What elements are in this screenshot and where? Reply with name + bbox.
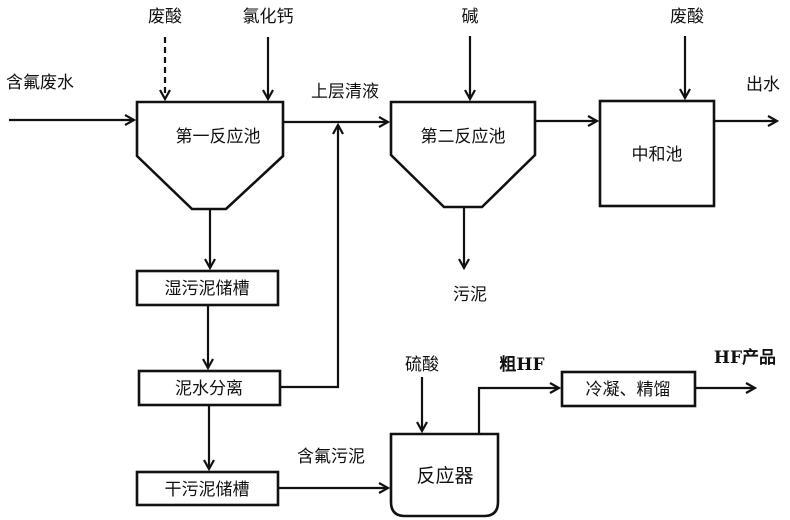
condensation-distillation: 冷凝、精馏 [560, 370, 697, 408]
inflow-label: 含氟废水 [6, 73, 74, 93]
first-reaction-tank-label: 第一反应池 [176, 127, 261, 147]
neutralization-tank-label: 中和池 [632, 145, 683, 165]
sludge-water-separation-label: 泥水分离 [175, 379, 243, 399]
first-reaction-tank: 第一反应池 [135, 100, 285, 211]
hf-product-label: HF产品 [714, 347, 776, 368]
fluoride-sludge-label: 含氟污泥 [297, 447, 365, 467]
crude-hf-arrow [477, 388, 559, 434]
sludge-label: 污泥 [453, 285, 487, 305]
reactor-vessel-label: 反应器 [416, 465, 473, 487]
crude-hf-label: 粗HF [499, 354, 544, 375]
wet-sludge-storage: 湿污泥储槽 [135, 269, 280, 307]
outflow-label: 出水 [746, 75, 780, 95]
second-reaction-tank: 第二反应池 [389, 100, 537, 209]
wet-sludge-storage-label: 湿污泥储槽 [165, 279, 250, 299]
sludge-water-separation: 泥水分离 [137, 369, 282, 407]
neutralization-tank: 中和池 [598, 99, 716, 208]
sulfuric-acid-label: 硫酸 [405, 355, 439, 375]
calcium-chloride-label: 氯化钙 [243, 7, 294, 27]
waste-acid-label-1: 废酸 [148, 7, 182, 27]
reactor-vessel: 反应器 [389, 432, 500, 518]
second-reaction-tank-label: 第二反应池 [421, 127, 506, 147]
separation-return-arrow [280, 125, 338, 389]
alkali-label: 碱 [462, 7, 479, 27]
condensation-distillation-label: 冷凝、精馏 [586, 380, 671, 400]
supernatant-label: 上层清液 [311, 82, 379, 102]
waste-acid-label-2: 废酸 [670, 7, 704, 27]
dry-sludge-storage-label: 干污泥储槽 [165, 480, 250, 500]
dry-sludge-storage: 干污泥储槽 [135, 470, 280, 507]
